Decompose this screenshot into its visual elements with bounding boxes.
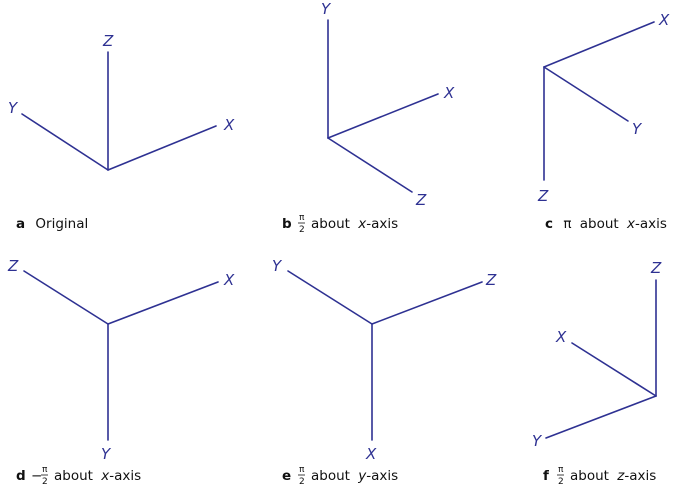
panel-a-x-label: X — [223, 116, 235, 134]
panel-a-x-axis — [107, 125, 217, 171]
panel-d-y-label: Y — [101, 445, 112, 463]
panel-e-letter: e — [282, 468, 291, 484]
panel-a: X Y Z a Original — [8, 32, 235, 232]
panel-d-frac-den: 2 — [42, 477, 48, 487]
panel-e-caption: about y-axis — [311, 468, 398, 484]
panel-f-x-axis — [571, 342, 657, 397]
panel-e-z-axis — [371, 281, 483, 325]
panel-b-caption: about x-axis — [311, 216, 398, 232]
panel-b-x-label: X — [443, 84, 455, 102]
panel-d-x-axis — [107, 281, 219, 325]
panel-b-frac-num: π — [299, 213, 305, 223]
panel-a-y-label: Y — [8, 99, 19, 117]
panel-d-z-label: Z — [7, 257, 19, 275]
panel-f-caption: about z-axis — [570, 468, 656, 484]
panel-f-y-axis — [545, 395, 657, 439]
panel-b-z-axis — [327, 137, 413, 193]
panel-a-caption-text: Original — [35, 216, 88, 232]
panel-d-x-label: X — [223, 271, 235, 289]
panel-d-sign: − — [31, 468, 42, 484]
panel-c-caption: c π about x-axis — [545, 216, 667, 232]
panel-c-x-label: X — [658, 11, 670, 29]
panel-e-z-label: Z — [485, 271, 497, 289]
panel-c-y-axis — [543, 66, 629, 122]
panel-d-letter: d — [16, 468, 26, 484]
panel-a-letter: a — [16, 216, 25, 232]
panel-f-frac-num: π — [558, 465, 564, 475]
panel-e-y-label: Y — [272, 257, 283, 275]
panel-f-letter: f — [543, 468, 549, 484]
panel-f-y-label: Y — [532, 432, 543, 450]
panel-c: X Y Z c π about x-axis — [537, 11, 670, 232]
panel-b: X Y Z b π 2 about x-axis — [282, 0, 455, 235]
panel-f: X Y Z f π 2 about z-axis — [532, 259, 662, 487]
panel-e: X Y Z e π 2 about y-axis — [272, 257, 497, 487]
panel-b-z-label: Z — [415, 191, 427, 209]
panel-a-z-label: Z — [102, 32, 114, 50]
panel-f-x-label: X — [555, 328, 567, 346]
panel-e-x-label: X — [365, 445, 377, 463]
panel-d: X Y Z d − π 2 about x-axis — [7, 257, 235, 487]
panel-b-frac-den: 2 — [299, 225, 305, 235]
panel-c-y-label: Y — [632, 120, 643, 138]
panel-d-z-axis — [23, 270, 109, 325]
panel-b-letter: b — [282, 216, 292, 232]
panel-e-y-axis — [287, 270, 373, 325]
panel-b-x-axis — [327, 93, 439, 139]
panel-f-z-label: Z — [650, 259, 662, 277]
panel-c-z-label: Z — [537, 187, 549, 205]
panel-e-frac-den: 2 — [299, 477, 305, 487]
panel-c-x-axis — [543, 21, 655, 68]
panel-a-caption: a Original — [16, 216, 88, 232]
panel-f-frac-den: 2 — [558, 477, 564, 487]
panel-d-frac-num: π — [42, 465, 48, 475]
panel-e-frac-num: π — [299, 465, 305, 475]
panel-b-y-label: Y — [321, 0, 332, 18]
panel-a-y-axis — [21, 113, 109, 171]
panel-d-caption: about x-axis — [54, 468, 141, 484]
